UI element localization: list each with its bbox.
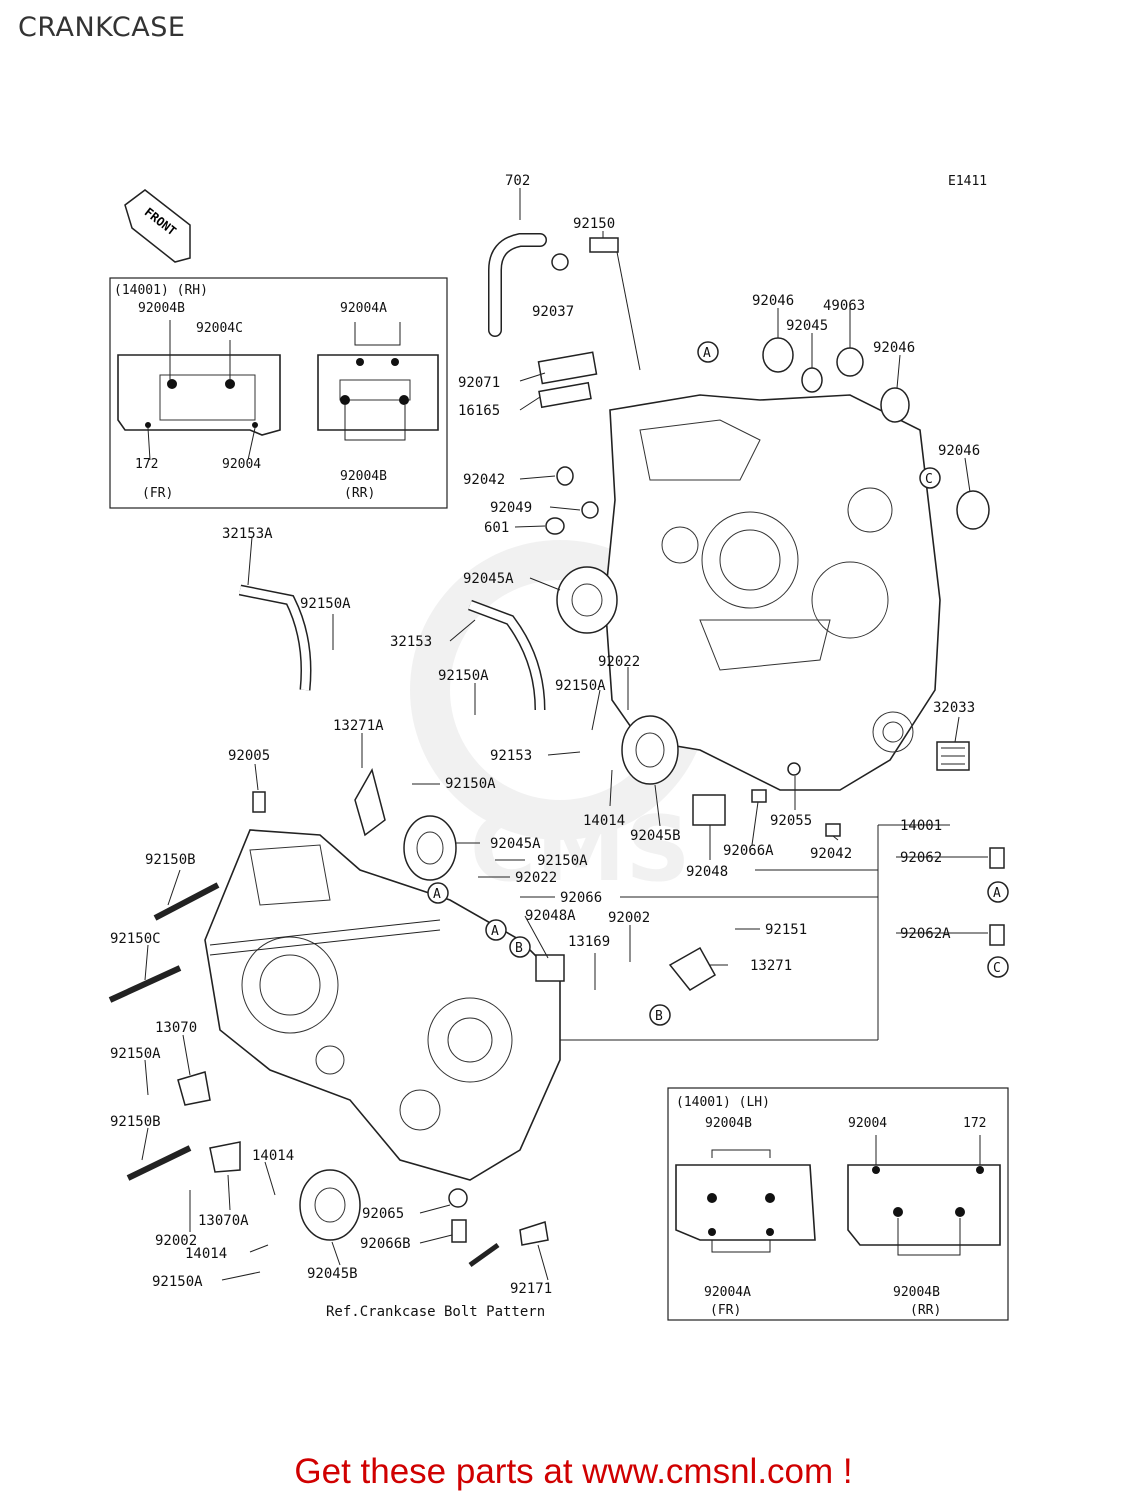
part-label: 32153A [222,526,273,542]
inset-lh-label: 92004 [848,1116,887,1131]
part-label: 92048 [686,864,728,880]
part-label: 92022 [515,870,557,886]
part-label: 92048A [525,908,576,924]
part-label: 92037 [532,304,574,320]
callout-a: A [491,924,499,939]
callout-a: A [993,886,1001,901]
part-label: 92022 [598,654,640,670]
callout-c: C [925,472,933,487]
part-label: 92046 [752,293,794,309]
part-label: 14014 [252,1148,294,1164]
part-label: 92066B [360,1236,411,1252]
inset-lh-label: 92004B [705,1116,752,1131]
inset-rh-label: 92004C [196,321,243,336]
part-label: 601 [484,520,509,536]
part-label: 92151 [765,922,807,938]
inset-rh-label: 92004A [340,301,387,316]
part-label: 92045B [630,828,681,844]
part-label: 92171 [510,1281,552,1297]
callout-c: C [993,961,1001,976]
inset-lh-box: (14001) (LH) 92004B 92004 172 92004A 920… [667,1087,1009,1321]
inset-rh-rr: (RR) [344,486,375,501]
part-label: 92002 [155,1233,197,1249]
inset-rh-fr: (FR) [142,486,173,501]
part-label: 92153 [490,748,532,764]
part-label: 92045 [786,318,828,334]
part-label: 92045A [490,836,541,852]
callout-a: A [703,346,711,361]
page-title: CRANKCASE [18,12,186,43]
crankcase-lh-drawing [204,829,561,1181]
inset-lh-rr: (RR) [910,1303,941,1318]
part-label: 14001 [900,818,942,834]
leader-lines [141,188,988,1281]
part-label: 702 [505,173,530,189]
part-label: 32033 [933,700,975,716]
part-label: 92150A [110,1046,161,1062]
inset-lh-label: 92004A [704,1285,751,1300]
part-label: 13271 [750,958,792,974]
part-number-labels: 702 92150 92037 92046 49063 92045 92046 … [110,173,980,1297]
part-label: 32153 [390,634,432,650]
part-label: 92150A [445,776,496,792]
footer-link-text[interactable]: Get these parts at www.cmsnl.com ! [294,1452,853,1491]
diagram-code: E1411 [948,174,987,189]
part-label: 92005 [228,748,270,764]
part-label: 13169 [568,934,610,950]
exploded-parts-diagram: CMS E1411 FRONT (14001) (RH) 92004B 9200… [108,173,1009,1321]
callout-b: B [515,941,523,956]
part-label: 92071 [458,375,500,391]
part-label: 13070 [155,1020,197,1036]
part-label: 92049 [490,500,532,516]
part-label: 92042 [463,472,505,488]
part-label: 92150A [537,853,588,869]
inset-rh-box: (14001) (RH) 92004B 92004C 172 92004 920… [109,277,448,509]
loose-parts [108,233,1005,1268]
inset-rh-label: 92004 [222,457,261,472]
part-label: 16165 [458,403,500,419]
part-label: 92046 [938,443,980,459]
inset-rh-label: 172 [135,457,158,472]
front-arrow-icon: FRONT [124,189,191,263]
part-label: 92046 [873,340,915,356]
part-label: 92150 [573,216,615,232]
part-label: 13271A [333,718,384,734]
part-label: 92150A [438,668,489,684]
crankcase-rh-drawing [604,394,941,791]
part-label: 92065 [362,1206,404,1222]
part-label: 92062 [900,850,942,866]
part-label: 92042 [810,846,852,862]
part-label: 92045A [463,571,514,587]
part-label: 92066 [560,890,602,906]
part-label: 92045B [307,1266,358,1282]
inset-rh-label: 92004B [340,469,387,484]
part-label: 14014 [185,1246,227,1262]
inset-rh-label: 92004B [138,301,185,316]
part-label: 92150A [300,596,351,612]
part-label: 92150A [555,678,606,694]
inset-lh-label: 92004B [893,1285,940,1300]
part-label: 92150B [145,852,196,868]
inset-lh-fr: (FR) [710,1303,741,1318]
callout-b: B [655,1009,663,1024]
part-label: 92150B [110,1114,161,1130]
callout-markers: A C A A B B A C [427,341,1009,1026]
watermark-text: CMS [470,797,690,902]
part-label: 49063 [823,298,865,314]
bolt-pattern-note: Ref.Crankcase Bolt Pattern [326,1304,545,1320]
part-label: 92150C [110,931,161,947]
part-label: 92150A [152,1274,203,1290]
part-label: 92055 [770,813,812,829]
part-label: 92062A [900,926,951,942]
part-label: 92002 [608,910,650,926]
inset-lh-header: (14001) (LH) [676,1095,770,1110]
inset-lh-label: 172 [963,1116,986,1131]
part-label: 92066A [723,843,774,859]
part-label: 13070A [198,1213,249,1229]
part-label: 14014 [583,813,625,829]
inset-rh-header: (14001) (RH) [114,283,208,298]
callout-a: A [433,887,441,902]
